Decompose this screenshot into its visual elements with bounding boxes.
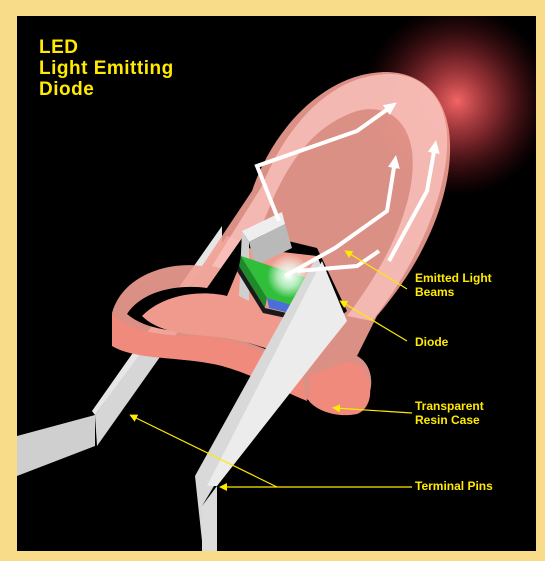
diagram-title: LED Light Emitting Diode [39,37,174,100]
title-line-1: LED [39,37,174,58]
label-terminal-pins: Terminal Pins [415,479,493,493]
label-resin-line-1: Transparent [415,399,484,413]
label-emitted-light: Emitted Light Beams [415,271,492,299]
label-emitted-line-1: Emitted Light [415,271,492,285]
label-emitted-line-2: Beams [415,285,492,299]
diagram-panel: LED Light Emitting Diode Emitted Light B… [17,16,536,551]
title-line-2: Light Emitting [39,58,174,79]
label-resin-case: Transparent Resin Case [415,399,484,427]
label-resin-line-2: Resin Case [415,413,484,427]
label-diode: Diode [415,335,448,349]
title-line-3: Diode [39,79,174,100]
